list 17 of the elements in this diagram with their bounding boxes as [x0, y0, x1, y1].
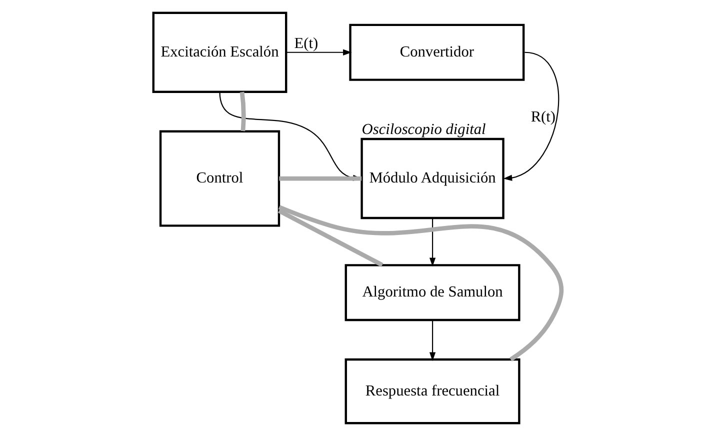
connector: [278, 176, 362, 181]
connector: [278, 208, 383, 267]
arrow: [428, 320, 436, 362]
node-box: Convertidor: [348, 24, 524, 81]
connector: [239, 92, 246, 132]
node-box: Algoritmo de Samulon: [344, 264, 520, 322]
node-box: Respuesta frecuencial: [344, 358, 520, 424]
arrow: [428, 218, 436, 267]
connector: [278, 205, 564, 362]
node-label: Osciloscopio digital: [361, 120, 486, 138]
node-box: Excitación Escalón: [152, 12, 287, 93]
edge-label: R(t): [530, 108, 556, 126]
arrow: [502, 52, 559, 181]
node-box: Control: [158, 130, 280, 227]
edge-label: E(t): [294, 35, 318, 52]
arrow: [286, 49, 352, 56]
node-box: Módulo Adquisición: [360, 138, 504, 220]
